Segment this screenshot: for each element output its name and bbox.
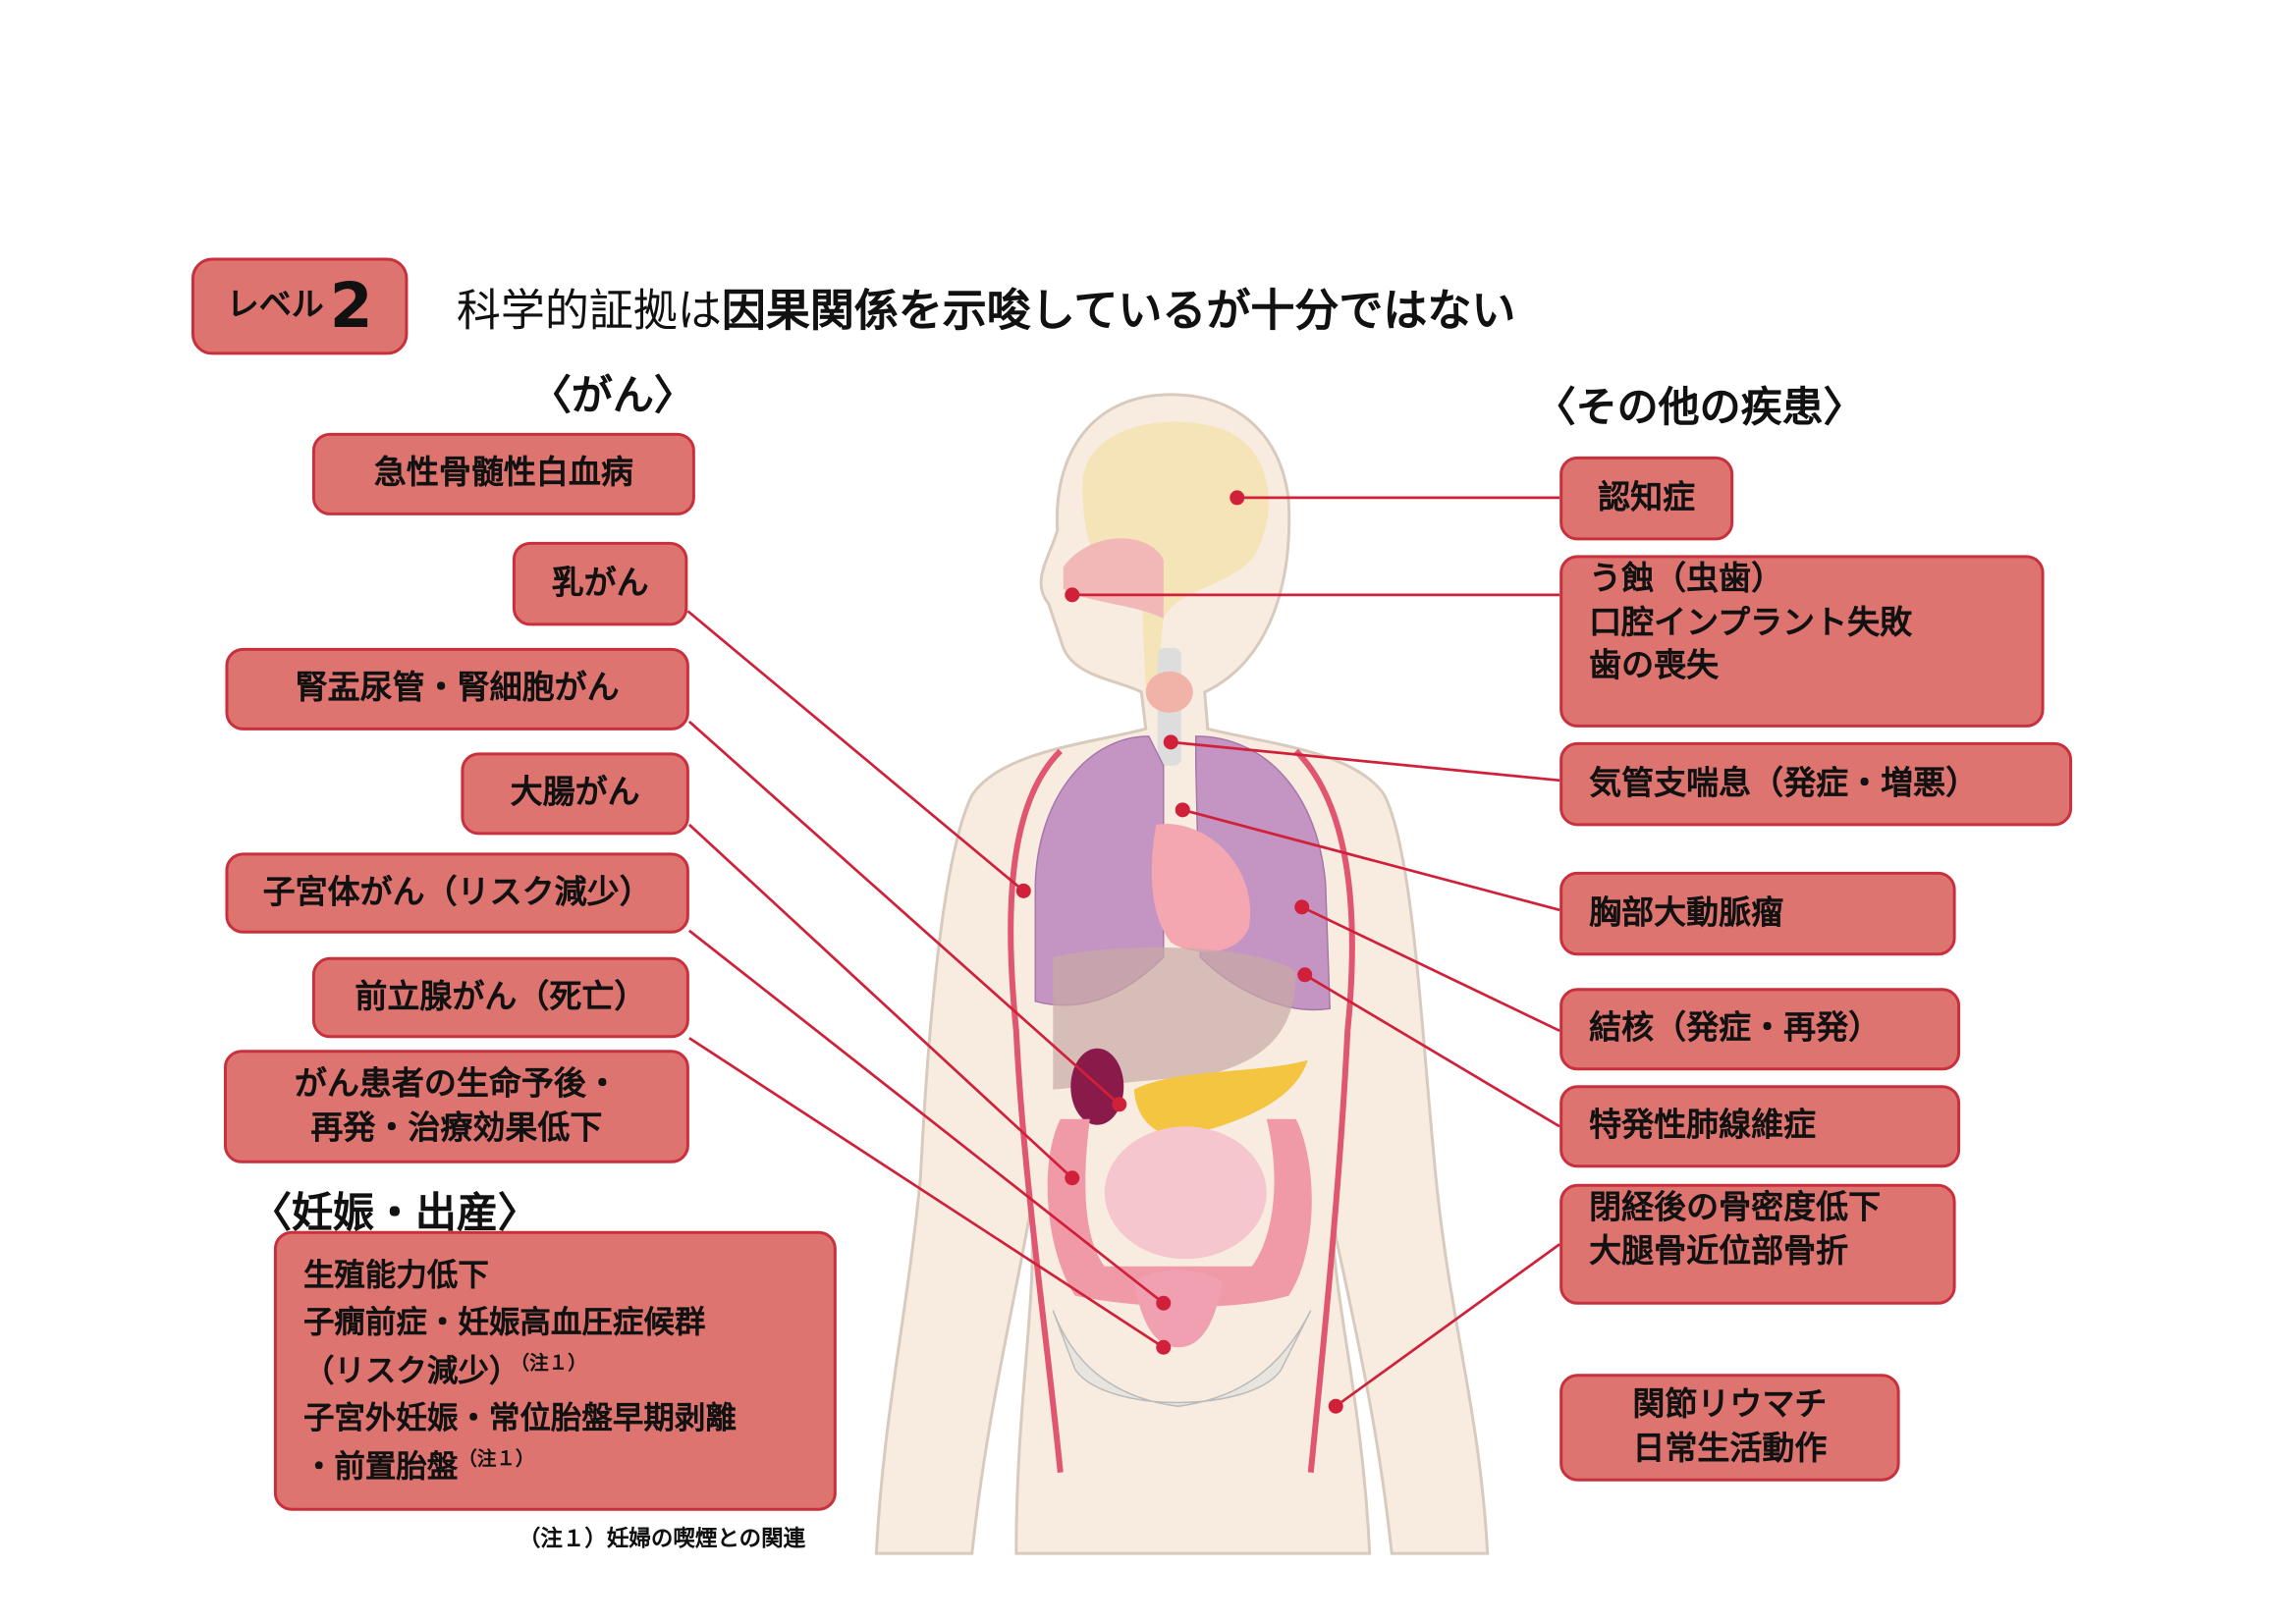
other-heading: 〈その他の疾患〉: [1534, 382, 1865, 432]
heart: [1151, 824, 1251, 952]
preg-line4: 子宮外妊娠・常位胎盤早期剥離: [302, 1400, 737, 1436]
other-dementia: 認知症: [1559, 456, 1734, 541]
cancer-prognosis: がん患者の生命予後・ 再発・治療効果低下: [223, 1050, 689, 1163]
level-badge: レベル 2: [191, 257, 409, 355]
uterus: [1133, 1270, 1223, 1348]
other-tb: 結核（発症・再発）: [1559, 988, 1961, 1071]
title-bold: 因果関係を示唆しているが十分ではない: [721, 285, 1516, 338]
small-intestine: [1104, 1126, 1267, 1260]
preg-line2: 子癇前症・妊娠高血圧症候群: [302, 1304, 706, 1340]
cancer-prostate: 前立腺がん（死亡）: [311, 956, 689, 1039]
other-bone: 閉経後の骨密度低下 大腿骨近位部骨折: [1559, 1183, 1956, 1305]
page-title: 科学的証拠は因果関係を示唆しているが十分ではない: [457, 274, 1515, 339]
cancer-heading: 〈がん〉: [529, 370, 695, 420]
preg-line3: （リスク減少）: [302, 1352, 520, 1388]
prognosis-line2: 再発・治療効果低下: [310, 1109, 603, 1147]
cancer-breast: 乳がん: [512, 541, 688, 626]
level-label: レベル: [226, 287, 324, 325]
organ-dots: [1015, 490, 1343, 1414]
prognosis-line1: がん患者の生命予後・: [294, 1065, 619, 1103]
pregnancy-box: 生殖能力低下 子癇前症・妊娠高血圧症候群 （リスク減少）（注１） 子宮外妊娠・常…: [273, 1230, 837, 1511]
preg-note-mark-2: （注１）: [458, 1448, 535, 1471]
brain: [1082, 421, 1269, 692]
preg-line1: 生殖能力低下: [302, 1257, 489, 1293]
other-ra: 関節リウマチ 日常生活動作: [1559, 1374, 1900, 1482]
liver: [1053, 947, 1296, 1090]
cancer-endometrial: 子宮体がん（リスク減少）: [225, 852, 689, 934]
pelvis: [1052, 1310, 1312, 1407]
mouth-cavity: [1063, 538, 1164, 619]
ra-line1: 関節リウマチ: [1632, 1386, 1828, 1424]
kidney: [1070, 1048, 1124, 1125]
leader-lines: [686, 496, 1560, 1408]
cancer-kidney: 腎盂尿管・腎細胞がん: [225, 647, 689, 730]
arm-artery-right: [1293, 748, 1355, 1473]
bone-line2: 大腿骨近位部骨折: [1589, 1233, 1849, 1271]
oral-line2: 口腔インプラント失敗: [1589, 604, 1913, 642]
pregnancy-heading: 〈妊娠・出産〉: [249, 1188, 539, 1237]
footnote: （注１）妊婦の喫煙との関連: [518, 1525, 806, 1552]
title-normal: 科学的証拠は: [456, 285, 722, 338]
other-ipf: 特発性肺線維症: [1559, 1085, 1961, 1168]
preg-line5: ・前置胎盤: [302, 1448, 459, 1485]
level-number: 2: [329, 268, 373, 342]
preg-note-mark: （注１）: [519, 1352, 587, 1376]
bone-line1: 閉経後の骨密度低下: [1589, 1189, 1882, 1227]
ra-line2: 日常生活動作: [1632, 1430, 1828, 1468]
other-oral: う蝕（虫歯） 口腔インプラント失敗 歯の喪失: [1559, 555, 2045, 728]
arm-artery-left: [1008, 748, 1064, 1473]
other-asthma: 気管支喘息（発症・増悪）: [1559, 741, 2073, 827]
cancer-colon: 大腸がん: [461, 752, 689, 836]
cancer-aml: 急性骨髄性白血病: [311, 432, 695, 515]
pancreas: [1133, 1059, 1308, 1136]
oral-line3: 歯の喪失: [1589, 648, 1720, 685]
thyroid: [1145, 671, 1193, 713]
oral-line1: う蝕（虫歯）: [1589, 561, 1784, 598]
other-aortic: 胸部大動脈瘤: [1559, 871, 1956, 956]
